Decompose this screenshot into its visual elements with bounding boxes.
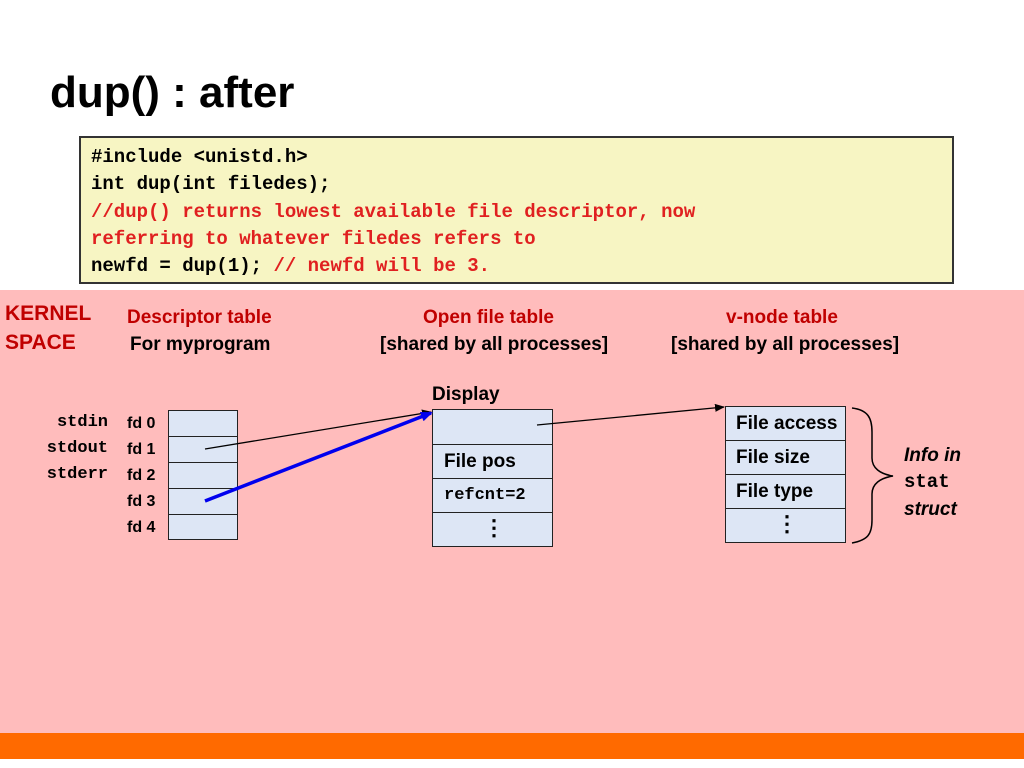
fd-cell-2 — [168, 462, 238, 489]
code-text: #include <unistd.h> — [91, 146, 308, 168]
code-comment: // newfd will be 3. — [273, 255, 491, 278]
fd3-dup-arrow — [204, 411, 433, 503]
fd-cell-4 — [168, 514, 238, 540]
fd-cell-0 — [168, 410, 238, 437]
file-pos-text: File pos — [444, 451, 516, 472]
code-comment: //dup() returns lowest available file de… — [91, 200, 696, 223]
code-line-3: //dup() returns lowest available file de… — [91, 199, 942, 226]
code-comment: referring to whatever filedes refers to — [91, 227, 536, 250]
refcnt-text: refcnt=2 — [444, 486, 526, 505]
slide-title: dup() : after — [50, 68, 295, 117]
descriptor-table-subtitle: For myprogram — [130, 334, 271, 355]
fd-label: fd 1 — [127, 441, 156, 458]
code-text: newfd = dup(1); — [91, 255, 274, 278]
code-block: #include <unistd.h> int dup(int filedes)… — [79, 136, 954, 284]
open-file-table-subtitle: [shared by all processes] — [380, 334, 609, 355]
fd-label: fd 2 — [127, 467, 156, 484]
info-line-mono: stat — [904, 471, 950, 493]
vnode-table-subtitle: [shared by all processes] — [671, 334, 900, 355]
footer-bar — [0, 733, 1024, 759]
file-type-text: File type — [736, 481, 814, 502]
ellipsis-icon: ⋮ — [483, 515, 505, 540]
open-file-table-title: Open file table — [423, 307, 554, 328]
stat-info-note: Info in stat struct — [904, 442, 974, 523]
file-entry-label: Display — [432, 384, 500, 405]
info-line: struct — [904, 499, 957, 520]
fd-label: fd 3 — [127, 493, 156, 510]
kernel-space-label: KERNEL SPACE — [5, 299, 91, 357]
code-line-4: referring to whatever filedes refers to — [91, 226, 942, 253]
vnode-cell-more: ⋮ — [725, 508, 846, 543]
open-file-cell-status — [432, 409, 553, 445]
stream-label-stdin: stdin — [56, 413, 108, 432]
file-size-text: File size — [736, 447, 810, 468]
open-file-to-vnode-arrow — [536, 403, 725, 426]
code-line-2: int dup(int filedes); — [91, 171, 942, 198]
vnode-table-title: v-node table — [726, 307, 838, 328]
fd1-to-open-file-arrow — [204, 409, 432, 450]
code-line-1: #include <unistd.h> — [91, 144, 942, 171]
code-line-5: newfd = dup(1); // newfd will be 3. — [91, 253, 942, 280]
stream-label-stdout: stdout — [46, 439, 108, 458]
code-text: int dup(int filedes); — [91, 173, 331, 196]
info-line: Info in — [904, 445, 961, 466]
fd-cell-1 — [168, 436, 238, 463]
open-file-cell-more: ⋮ — [432, 512, 553, 547]
fd-label: fd 0 — [127, 415, 156, 432]
brace-icon — [851, 407, 894, 544]
kernel-label-line: SPACE — [5, 331, 76, 354]
kernel-label-line: KERNEL — [5, 302, 92, 325]
file-access-text: File access — [736, 413, 838, 434]
stream-label-stderr: stderr — [46, 465, 108, 484]
fd-label: fd 4 — [127, 519, 156, 536]
ellipsis-icon: ⋮ — [776, 511, 798, 536]
fd-cell-3 — [168, 488, 238, 515]
descriptor-table-title: Descriptor table — [127, 307, 272, 328]
